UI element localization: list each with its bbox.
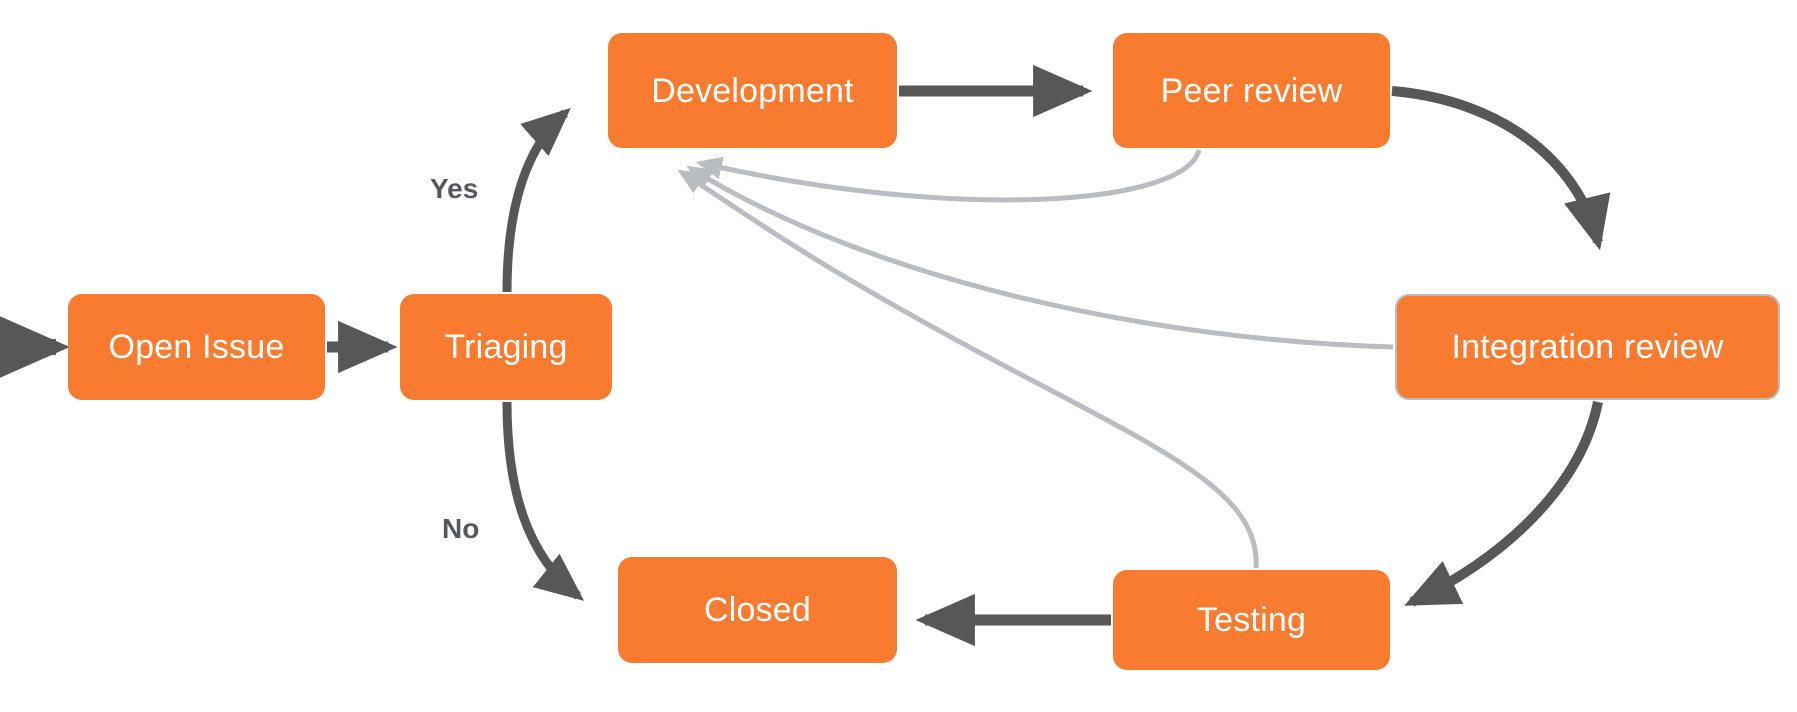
- node-triaging[interactable]: Triaging: [400, 294, 612, 400]
- edge-integration-review-to-testing: [1404, 400, 1603, 607]
- node-peer-review[interactable]: Peer review: [1113, 33, 1390, 148]
- edge-label-yes: Yes: [430, 173, 479, 204]
- node-development[interactable]: Development: [608, 33, 897, 148]
- node-label-peer-review: Peer review: [1160, 71, 1343, 110]
- node-label-closed: Closed: [703, 591, 812, 629]
- edge-triaging-to-development: [502, 107, 571, 293]
- node-closed[interactable]: Closed: [618, 557, 897, 663]
- edge-peer-review-to-integration-review: [1391, 86, 1611, 251]
- node-label-open-issue: Open Issue: [108, 328, 285, 366]
- node-testing[interactable]: Testing: [1113, 570, 1390, 670]
- node-integration-review[interactable]: Integration review: [1395, 294, 1780, 400]
- node-label-testing: Testing: [1196, 601, 1307, 639]
- node-label-integration-review: Integration review: [1451, 328, 1724, 366]
- edge-integration-review-to-development: [686, 165, 1394, 350]
- edge-label-no: No: [442, 513, 480, 544]
- edge-peer-review-to-development: [695, 149, 1202, 203]
- node-label-development: Development: [651, 71, 854, 110]
- node-label-triaging: Triaging: [444, 328, 568, 366]
- node-open-issue[interactable]: Open Issue: [68, 294, 325, 400]
- edge-testing-to-development: [677, 169, 1259, 569]
- edge-triaging-to-closed: [502, 401, 585, 601]
